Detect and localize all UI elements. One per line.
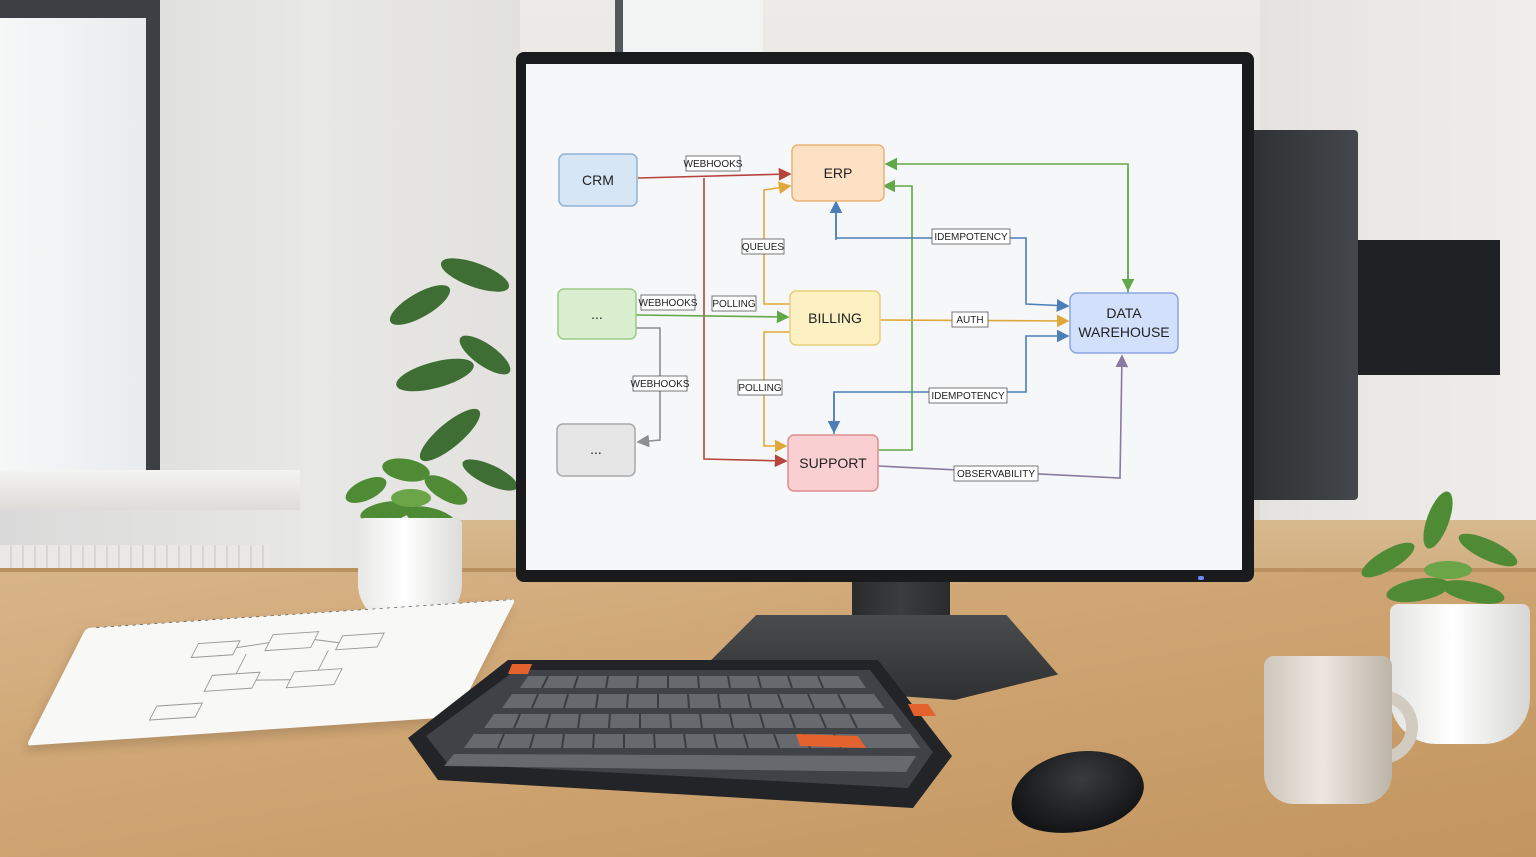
svg-text:IDEMPOTENCY: IDEMPOTENCY xyxy=(931,391,1005,402)
edge-crm-erp xyxy=(637,167,792,181)
svg-text:OBSERVABILITY: OBSERVABILITY xyxy=(957,469,1035,480)
edge-support-dw xyxy=(833,329,1070,434)
svg-text:AUTH: AUTH xyxy=(956,315,983,326)
edge-label-erp-dw: IDEMPOTENCY xyxy=(931,228,1011,245)
node-label-support: SUPPORT xyxy=(799,455,867,471)
edge-label-observability: OBSERVABILITY xyxy=(953,465,1039,482)
power-led xyxy=(1198,576,1204,580)
tall-plant xyxy=(389,258,518,491)
svg-text:POLLING: POLLING xyxy=(712,299,756,310)
rear-monitor xyxy=(1240,130,1358,500)
node-unnamed-b: ... xyxy=(556,423,636,477)
node-erp: ERP xyxy=(791,144,885,202)
svg-text:POLLING: POLLING xyxy=(738,383,782,394)
node-label-billing: BILLING xyxy=(808,310,862,326)
node-unnamed-a: ... xyxy=(557,288,637,340)
edge-label-a-billing-2: POLLING xyxy=(711,295,757,312)
notebook-sketch xyxy=(96,598,512,721)
node-billing: BILLING xyxy=(789,290,881,346)
plant-right xyxy=(1361,491,1518,604)
node-label-unnamed-b: ... xyxy=(590,441,602,457)
edge-label-a-b: WEBHOOKS xyxy=(631,375,690,392)
integration-diagram: CRM ERP BILLING SUPPORT ... ... DATA WAR… xyxy=(556,144,1179,492)
edge-a-billing xyxy=(635,310,790,324)
window-frame xyxy=(0,0,160,18)
node-label-dw-line1: DATA xyxy=(1106,305,1142,321)
keyboard xyxy=(408,660,952,808)
edge-crm-support xyxy=(703,178,788,468)
window-sill xyxy=(0,470,300,510)
window xyxy=(0,0,160,480)
svg-text:WEBHOOKS: WEBHOOKS xyxy=(631,379,690,390)
notebook xyxy=(26,598,516,746)
edge-label-billing-dw: AUTH xyxy=(951,311,989,328)
svg-text:WEBHOOKS: WEBHOOKS xyxy=(639,298,698,309)
edge-observability xyxy=(877,354,1129,479)
edge-label-billing-erp: QUEUES xyxy=(741,238,785,255)
node-support: SUPPORT xyxy=(787,434,879,492)
rear-monitor-far xyxy=(1355,240,1500,375)
monitor-screen: CRM ERP BILLING SUPPORT ... ... DATA WAR… xyxy=(526,64,1242,570)
edge-label-a-billing-1: WEBHOOKS xyxy=(639,294,698,311)
svg-text:WEBHOOKS: WEBHOOKS xyxy=(684,159,743,170)
edge-label-support-billing: POLLING xyxy=(737,379,783,396)
edge-support-erp xyxy=(878,179,913,451)
node-label-unnamed-a: ... xyxy=(591,306,603,322)
node-data-warehouse: DATA WAREHOUSE xyxy=(1069,292,1179,354)
coffee-mug xyxy=(1264,656,1392,804)
node-label-crm: CRM xyxy=(582,172,614,188)
svg-text:IDEMPOTENCY: IDEMPOTENCY xyxy=(934,232,1008,243)
node-crm: CRM xyxy=(558,153,638,207)
edge-label-support-dw: IDEMPOTENCY xyxy=(928,387,1008,404)
svg-text:QUEUES: QUEUES xyxy=(742,242,785,253)
node-label-erp: ERP xyxy=(824,165,853,181)
edge-label-crm-erp: WEBHOOKS xyxy=(684,155,743,172)
node-label-dw-line2: WAREHOUSE xyxy=(1078,324,1169,340)
